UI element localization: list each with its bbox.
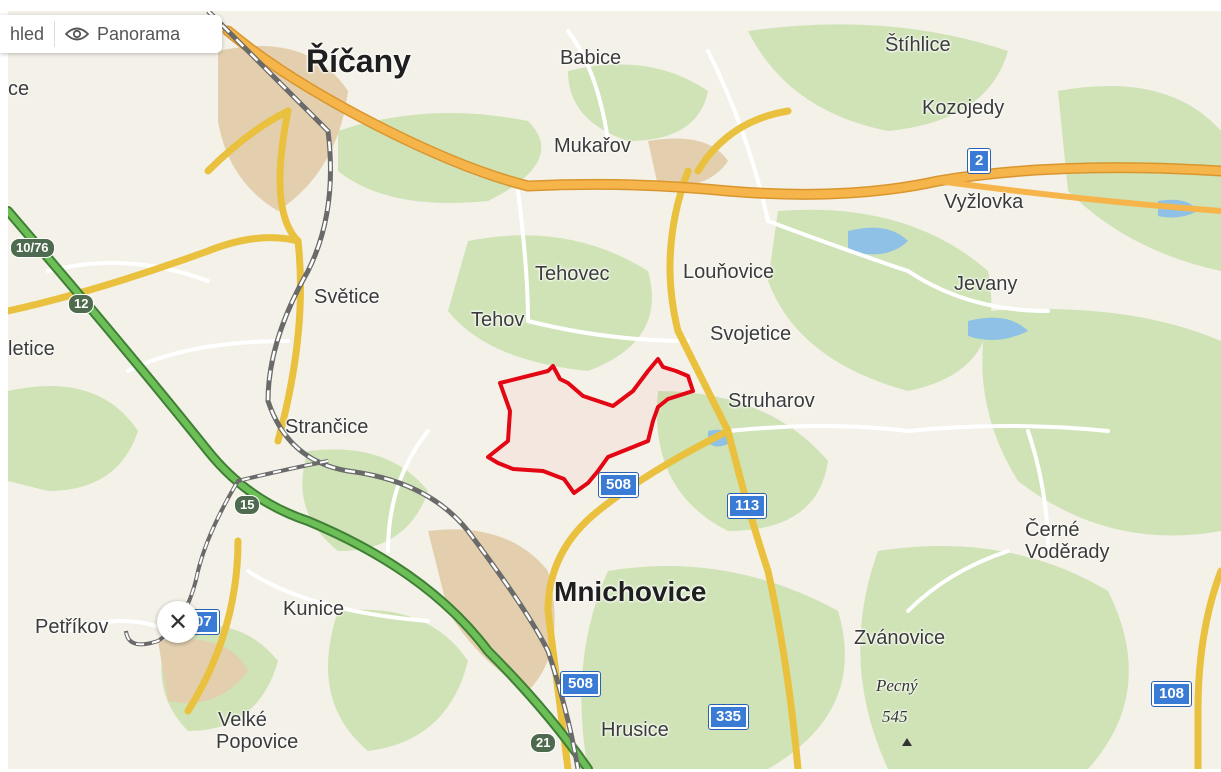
highlight-area-boundary[interactable]: [486, 357, 695, 495]
road-shield-508-south: 508: [559, 671, 602, 697]
road-2-branch: [935, 178, 1221, 214]
road-shield-113: 113: [726, 493, 768, 519]
road-shield-108: 108: [1150, 681, 1193, 707]
place-label-tehovec: Tehovec: [535, 263, 610, 285]
place-label-mnichovice: Mnichovice: [554, 576, 707, 607]
map-canvas[interactable]: Říčany Babice Štíhlice Kozojedy Mukařov …: [8, 11, 1221, 769]
peak-marker: [902, 738, 912, 746]
place-label-svetice: Světice: [314, 286, 380, 308]
road-shield-335: 335: [707, 704, 750, 730]
motorway: [8, 208, 591, 769]
place-label-stihlice: Štíhlice: [885, 34, 951, 56]
restaurant-poi-marker[interactable]: ✕: [157, 601, 199, 643]
eye-icon: [65, 27, 90, 41]
place-label-jevany: Jevany: [954, 273, 1018, 295]
place-label-ce-partial: ce: [8, 78, 30, 100]
panorama-label: Panorama: [97, 23, 181, 44]
place-label-velke-popovice: Velké Popovice: [216, 709, 298, 753]
motorway-exit-12: 12: [68, 294, 95, 314]
place-label-letice-partial: letice: [8, 338, 55, 360]
railway-dashes: [207, 11, 580, 769]
place-label-voderady: Voděrady: [1025, 541, 1110, 563]
place-label-cerne: Černé: [1025, 519, 1080, 541]
place-label-babice: Babice: [560, 47, 622, 69]
place-label-kunice: Kunice: [283, 598, 345, 620]
map-view-toolbar: hled Panorama: [0, 15, 222, 53]
panorama-button[interactable]: Panorama: [55, 15, 190, 53]
railway-branch: [124, 459, 329, 647]
minor-roads: [46, 29, 1110, 633]
place-label-mukarov: Mukařov: [554, 135, 631, 157]
place-label-struharov: Struharov: [728, 390, 815, 412]
place-label-strancice: Strančice: [285, 416, 369, 438]
overview-view-button[interactable]: hled: [0, 15, 54, 53]
place-label-hrusice: Hrusice: [601, 719, 669, 741]
place-label-lounovice: Louňovice: [683, 261, 775, 283]
road-shield-508-north: 508: [597, 472, 640, 498]
peak-elevation-label: 545: [882, 707, 908, 726]
toolbar-divider: [54, 21, 56, 47]
place-label-tehov: Tehov: [471, 309, 525, 331]
place-label-kozojedy: Kozojedy: [922, 97, 1005, 119]
cutlery-icon: ✕: [167, 608, 189, 636]
map-base-layer: [8, 11, 1221, 769]
secondary-roads: [8, 107, 1221, 769]
place-label-vyzlovka: Vyžlovka: [944, 191, 1024, 213]
place-label-zvanovice: Zvánovice: [854, 627, 946, 649]
motorway-exit-21: 21: [530, 733, 557, 753]
road-2: [224, 27, 1221, 199]
overview-view-label: hled: [10, 23, 45, 44]
place-label-cerne-voderady: Černé Voděrady: [1025, 519, 1110, 563]
place-label-petrikov: Petříkov: [35, 616, 109, 638]
place-label-popovice: Popovice: [216, 731, 299, 753]
road-shield-2: 2: [966, 148, 992, 174]
place-label-svojetice: Svojetice: [710, 323, 792, 345]
peak-name-label: Pecný: [876, 676, 918, 695]
motorway-exit-15: 15: [234, 495, 261, 515]
place-label-ricany: Říčany: [306, 43, 411, 79]
motorway-exit-10-76: 10/76: [10, 238, 55, 258]
place-label-velke: Velké: [218, 709, 267, 731]
